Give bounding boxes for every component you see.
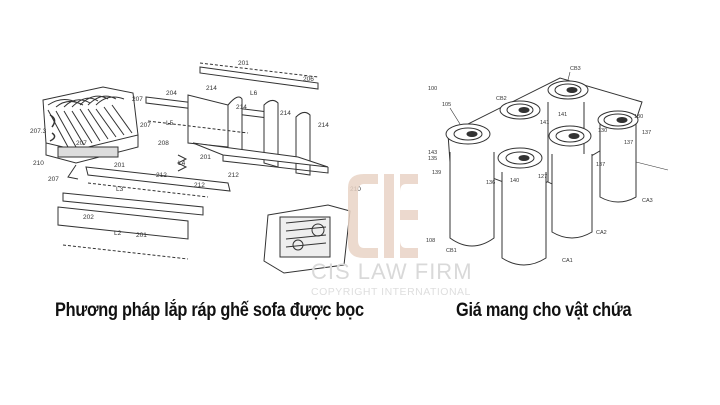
fig-label: 212 bbox=[194, 182, 205, 189]
fig-label: 210 bbox=[33, 160, 44, 167]
fig-label: L3 bbox=[116, 186, 124, 193]
back-cushion-part bbox=[42, 86, 139, 164]
fig-label: 136 bbox=[486, 180, 495, 186]
fig-label: 137 bbox=[596, 162, 605, 168]
fig-label: 140 bbox=[510, 178, 519, 184]
fig-label: 108 bbox=[426, 238, 435, 244]
watermark-subtitle: COPYRIGHT INTERNATIONAL bbox=[311, 286, 471, 298]
fig-label: 127 bbox=[538, 174, 547, 180]
fig-label: 212 bbox=[228, 172, 239, 179]
fig-label: 100 bbox=[428, 86, 437, 92]
sofa-assembly-drawing: 201 206 204 214 214 L6 L5 214 214 207 20… bbox=[28, 55, 378, 275]
carrier-line-art: 100 CB3 105 CB2 141 141 136 137 137 137 … bbox=[426, 66, 669, 266]
fig-label: 137 bbox=[624, 140, 633, 146]
fig-label: 207.3 bbox=[30, 128, 47, 135]
fig-label: 137 bbox=[642, 130, 651, 136]
watermark-logo bbox=[342, 170, 422, 262]
fig-label: 139 bbox=[432, 170, 441, 176]
top-rail-part bbox=[199, 66, 319, 90]
watermark-name: CIS LAW FIRM bbox=[311, 259, 473, 284]
caption-sofa-method: Phương pháp lắp ráp ghế sofa được bọc bbox=[55, 300, 364, 321]
can-mid-right bbox=[551, 154, 593, 239]
fig-label: 207 bbox=[76, 140, 87, 147]
law-firm-logo-icon bbox=[348, 174, 418, 258]
fig-label: 141 bbox=[540, 120, 549, 126]
caption-container-carrier: Giá mang cho vật chứa bbox=[456, 300, 632, 321]
fig-label: L2 bbox=[114, 230, 122, 237]
sofa-line-art: 201 206 204 214 214 L6 L5 214 214 207 20… bbox=[30, 60, 361, 274]
fig-label: 201 bbox=[238, 60, 249, 67]
fig-label: CB1 bbox=[446, 248, 457, 254]
right-back-part bbox=[263, 204, 351, 274]
fig-label: 201 bbox=[200, 154, 211, 161]
container-carrier-drawing: 100 CB3 105 CB2 141 141 136 137 137 137 … bbox=[420, 62, 700, 272]
fig-label: 214 bbox=[236, 104, 247, 111]
fig-label: CA2 bbox=[596, 230, 607, 236]
can-front-left bbox=[449, 152, 495, 247]
can-back-right bbox=[597, 110, 639, 203]
fig-label: 207 bbox=[132, 96, 143, 103]
fig-label: CB3 bbox=[570, 66, 581, 72]
fig-label: 201 bbox=[136, 232, 147, 239]
fig-label: 214 bbox=[318, 122, 329, 129]
fig-label: 206 bbox=[303, 76, 314, 83]
fig-label: 202 bbox=[83, 214, 94, 221]
fig-label: L4 bbox=[178, 160, 186, 167]
fig-label: 207 bbox=[48, 176, 59, 183]
fig-label: 214 bbox=[280, 110, 291, 117]
fig-label: L5 bbox=[166, 120, 174, 127]
fig-label: 212 bbox=[156, 172, 167, 179]
fig-label: 141 bbox=[558, 112, 567, 118]
fig-label: CA1 bbox=[562, 258, 573, 264]
fig-label: 130 bbox=[634, 114, 643, 120]
fig-label: CA3 bbox=[642, 198, 653, 204]
fig-label: 143 bbox=[428, 150, 437, 156]
fig-label: L6 bbox=[250, 90, 258, 97]
can-front-mid bbox=[501, 172, 547, 266]
fig-label: 208 bbox=[158, 140, 169, 147]
fig-label: 201 bbox=[114, 162, 125, 169]
fig-label: 204 bbox=[166, 90, 177, 97]
fig-label: CB2 bbox=[496, 96, 507, 102]
fig-label: 207 bbox=[140, 122, 151, 129]
fig-label: 214 bbox=[206, 85, 217, 92]
fig-label: 130 bbox=[598, 128, 607, 134]
fig-label: 135 bbox=[428, 156, 437, 162]
fig-label: 105 bbox=[442, 102, 451, 108]
